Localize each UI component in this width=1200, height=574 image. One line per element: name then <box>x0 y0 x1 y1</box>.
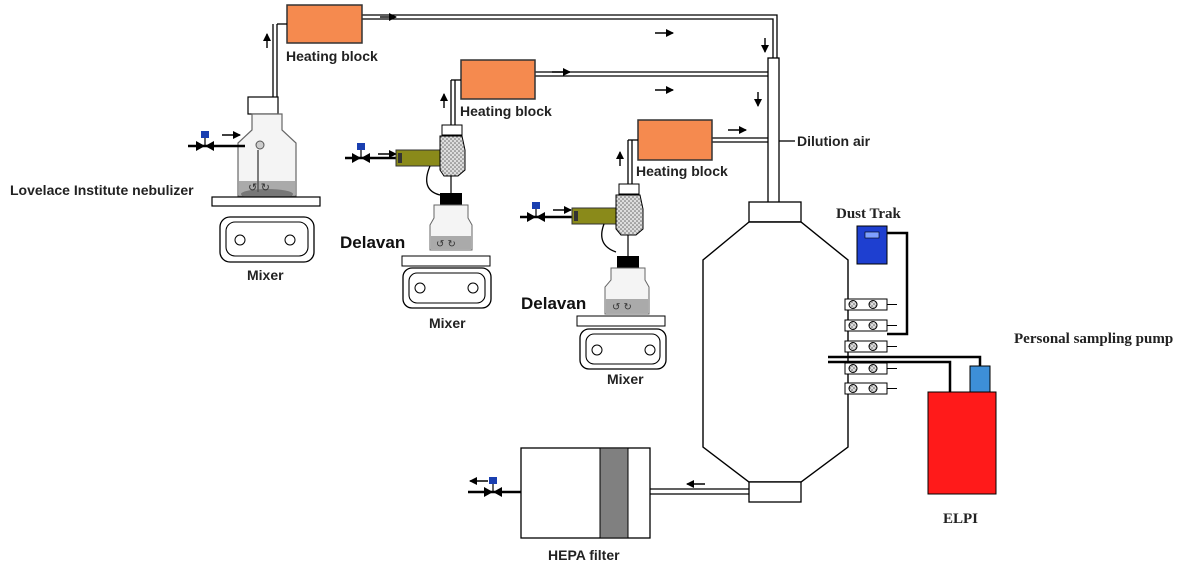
mixer-2 <box>402 267 492 309</box>
mixing-chamber <box>702 201 849 503</box>
valve-1 <box>188 131 245 151</box>
heating-block-3 <box>637 119 713 161</box>
heating-block-1 <box>286 4 363 44</box>
svg-text:↺ ↻: ↺ ↻ <box>248 181 270 194</box>
hepa-label: HEPA filter <box>548 547 620 563</box>
svg-text:↺ ↻: ↺ ↻ <box>436 239 456 250</box>
personal-pump-label: Personal sampling pump <box>1014 331 1173 347</box>
elpi-label: ELPI <box>943 511 978 527</box>
dust-trak-display <box>864 231 880 239</box>
heating-block-2-label: Heating block <box>460 103 552 119</box>
svg-text:↺ ↻: ↺ ↻ <box>612 302 632 313</box>
mixer-3-label: Mixer <box>607 371 644 387</box>
transfer-lines <box>362 14 795 205</box>
hepa-filter <box>468 447 749 539</box>
mixer-1 <box>219 216 315 263</box>
dust-trak-label: Dust Trak <box>836 206 902 222</box>
valve-2 <box>345 143 405 163</box>
valve-3 <box>520 202 580 222</box>
sampling-pump <box>969 365 991 393</box>
lovelace-label: Lovelace Institute nebulizer <box>10 182 194 198</box>
sampling-ports <box>844 298 897 395</box>
mixer-3 <box>579 328 667 370</box>
instrument-lines <box>828 231 982 393</box>
mixer-2-label: Mixer <box>429 315 466 331</box>
heating-block-3-label: Heating block <box>636 163 728 179</box>
heating-block-1-label: Heating block <box>286 48 378 64</box>
delavan-atomizer-1: ↺ ↻ <box>395 124 491 267</box>
heating-block-2 <box>460 59 536 100</box>
mixer-1-label: Mixer <box>247 267 284 283</box>
dust-trak-box <box>856 225 888 265</box>
delavan-1-label: Delavan <box>340 233 405 252</box>
elpi-box <box>927 391 997 495</box>
dilution-air-label: Dilution air <box>797 133 871 149</box>
lovelace-nebulizer: ↺ ↻ <box>211 96 321 207</box>
delavan-atomizer-2: ↺ ↻ <box>571 183 666 327</box>
flow-arrows <box>222 13 769 488</box>
delavan-2-label: Delavan <box>521 294 586 313</box>
